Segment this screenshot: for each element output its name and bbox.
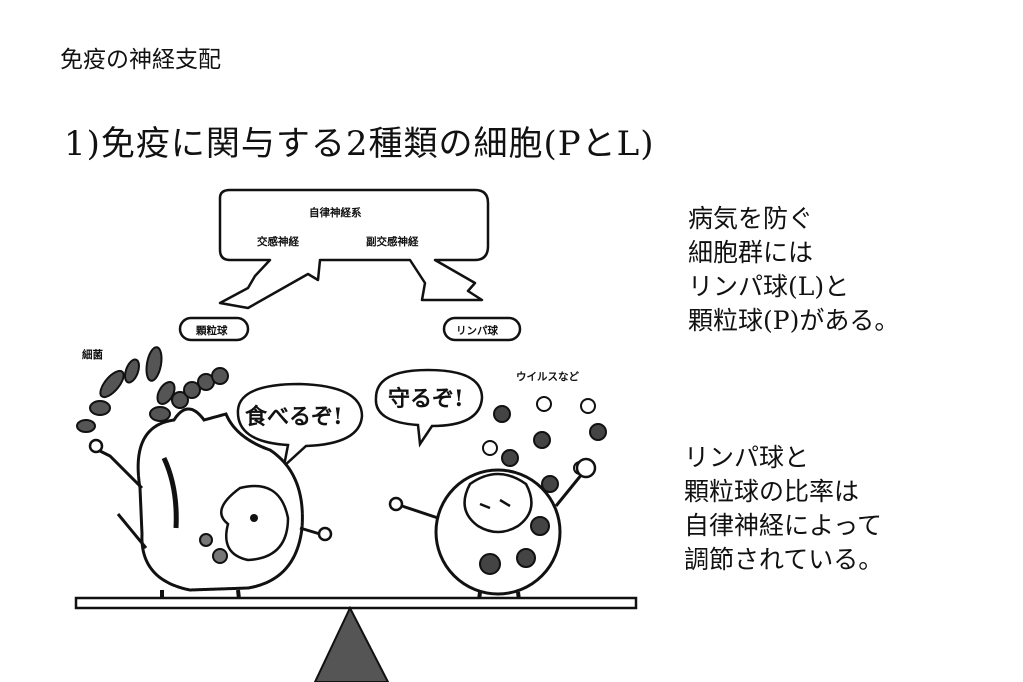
note-line: 顆粒球の比率は [684, 477, 860, 506]
left-speech-text: 食べるぞ! [245, 404, 343, 430]
left-speech-bubble: 食べるぞ! [236, 382, 364, 470]
note-line: 自律神経によって [684, 511, 883, 540]
slide-subtitle: 免疫の神経支配 [60, 47, 221, 73]
lymphocyte-label: リンパ球 [456, 324, 498, 337]
granulocyte-cell-icon [88, 407, 333, 609]
slide-heading: 1)免疫に関与する2種類の細胞(PとL) [64, 124, 655, 164]
note-line: 病気を防ぐ [688, 204, 814, 233]
granulocyte-label: 顆粒球 [196, 324, 228, 337]
right-speech-bubble: 守るぞ! [374, 368, 484, 448]
immune-nerve-illustration: 自律神経系 交感神経 副交感神経 顆粒球 リンパ球 細菌 ウイルスなど 食べるぞ… [74, 188, 638, 682]
note-line: 調節されている。 [684, 545, 884, 574]
granulocyte-pill [178, 316, 250, 342]
note-line: リンパ球(L)と [688, 272, 850, 301]
note-line: 顆粒球(P)がある。 [688, 306, 900, 335]
seesaw-board [74, 596, 638, 610]
box-title: 自律神経系 [309, 206, 362, 219]
sympathetic-label: 交感神経 [257, 235, 299, 248]
bacteria-cluster-icon [76, 346, 229, 433]
note-line: 細胞群には [688, 238, 814, 267]
bacteria-label: 細菌 [82, 348, 103, 361]
seesaw-fulcrum [313, 605, 390, 682]
note-cell-groups: 病気を防ぐ 細胞群には リンパ球(L)と 顆粒球(P)がある。 [688, 202, 899, 338]
virus-label: ウイルスなど [516, 370, 579, 383]
right-speech-text: 守るぞ! [388, 386, 464, 412]
parasympathetic-label: 副交感神経 [366, 235, 419, 248]
nerve-box [218, 188, 490, 310]
note-ratio-regulation: リンパ球と 顆粒球の比率は 自律神経によって 調節されている。 [684, 441, 883, 577]
lymphocyte-pill [442, 316, 522, 342]
lymphocyte-cell-icon [388, 457, 597, 609]
note-line: リンパ球と [684, 443, 810, 472]
